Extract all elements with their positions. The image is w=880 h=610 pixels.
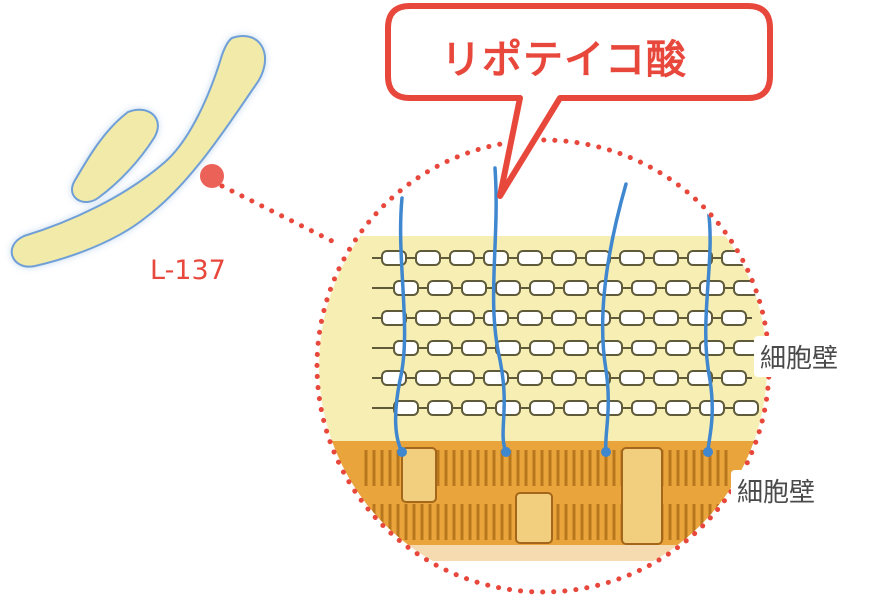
- upper-layer-label: 細胞壁: [754, 336, 845, 377]
- chain-unit: [631, 400, 657, 416]
- chain-unit: [619, 310, 645, 326]
- chain-unit: [653, 310, 679, 326]
- strand: [600, 182, 628, 454]
- chain-unit: [699, 340, 725, 356]
- teichoic-acid-strands: [393, 166, 714, 454]
- strand: [704, 206, 714, 454]
- chain-unit: [415, 370, 441, 386]
- chain-unit: [461, 400, 487, 416]
- chain-unit: [733, 280, 759, 296]
- chain-unit: [529, 400, 555, 416]
- chain-unit: [665, 400, 691, 416]
- chain-unit: [427, 400, 453, 416]
- cell-wall-cross-section: [319, 142, 767, 590]
- strand: [491, 166, 508, 454]
- chain-unit: [563, 400, 589, 416]
- chain-unit: [653, 370, 679, 386]
- connector-line: [219, 183, 337, 245]
- chain-unit: [733, 400, 759, 416]
- chain-unit: [529, 280, 555, 296]
- strand-anchor: [601, 447, 611, 457]
- chain-unit: [415, 310, 441, 326]
- chain-unit: [619, 370, 645, 386]
- chain-unit: [461, 340, 487, 356]
- chain-unit: [461, 280, 487, 296]
- chain-unit: [653, 250, 679, 266]
- chain-unit: [517, 310, 543, 326]
- chain-unit: [551, 250, 577, 266]
- chain-unit: [495, 400, 521, 416]
- chain-unit: [619, 250, 645, 266]
- chain-unit: [449, 310, 475, 326]
- chain-unit: [721, 310, 747, 326]
- chain-unit: [415, 250, 441, 266]
- strand-anchor: [397, 447, 407, 457]
- chain-unit: [551, 370, 577, 386]
- chain-unit: [529, 340, 555, 356]
- protein-block: [621, 447, 663, 545]
- chain-unit: [551, 310, 577, 326]
- chain-unit: [495, 280, 521, 296]
- strain-label: L-137: [150, 255, 226, 286]
- membrane-proteins: [401, 447, 663, 545]
- chain-unit: [665, 340, 691, 356]
- chain-unit: [585, 310, 611, 326]
- chain-unit: [449, 250, 475, 266]
- chain-unit: [631, 280, 657, 296]
- chain-unit: [449, 370, 475, 386]
- chain-unit: [563, 340, 589, 356]
- bacterium-illustration: [10, 35, 266, 268]
- chain-unit: [427, 340, 453, 356]
- strand-anchors: [397, 447, 713, 457]
- strand: [393, 196, 407, 454]
- chain-unit: [563, 280, 589, 296]
- chain-unit: [687, 310, 713, 326]
- chain-unit: [393, 400, 419, 416]
- chain-unit: [687, 370, 713, 386]
- chain-unit: [699, 280, 725, 296]
- chain-unit: [597, 280, 623, 296]
- chain-unit: [631, 340, 657, 356]
- chain-unit: [585, 370, 611, 386]
- chain-unit: [665, 280, 691, 296]
- strand-anchor: [501, 447, 511, 457]
- protein-block: [401, 447, 437, 503]
- callout-label: リポテイコ酸: [441, 37, 687, 83]
- chain-unit: [517, 250, 543, 266]
- chain-unit: [687, 250, 713, 266]
- chain-unit: [427, 280, 453, 296]
- chain-unit: [721, 370, 747, 386]
- callout-bubble: [385, 3, 773, 199]
- protein-block: [515, 492, 553, 544]
- strand-anchor: [703, 447, 713, 457]
- focus-marker: [200, 164, 224, 188]
- lower-layer-label: 細胞壁: [731, 470, 822, 511]
- chain-unit: [393, 280, 419, 296]
- chain-unit: [517, 370, 543, 386]
